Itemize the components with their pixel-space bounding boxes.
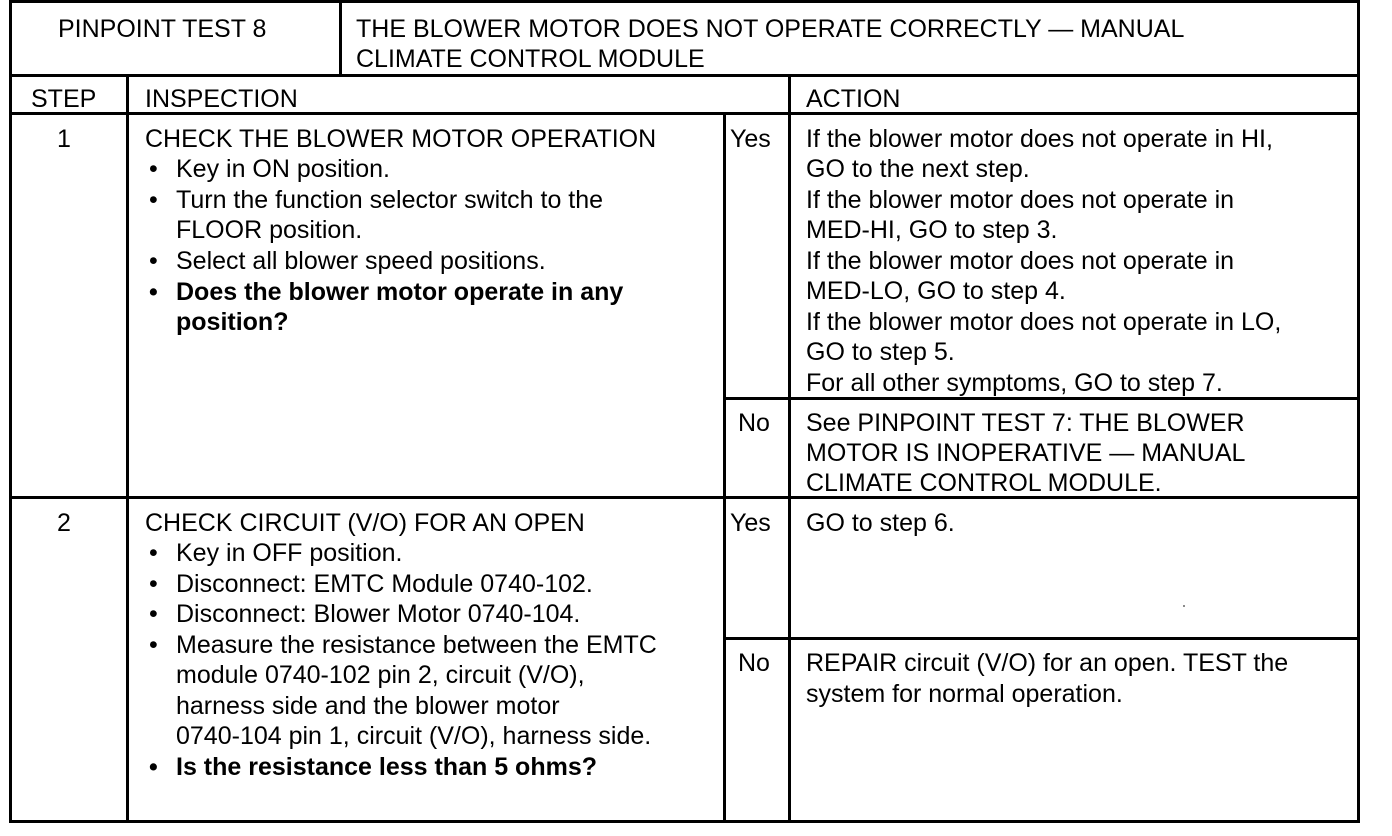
step-heading: CHECK THE BLOWER MOTOR OPERATION bbox=[145, 125, 657, 153]
column-header-rule bbox=[9, 112, 1360, 115]
yes-label: Yes bbox=[730, 125, 771, 153]
action-line: MOTOR IS INOPERATIVE — MANUAL bbox=[806, 439, 1246, 467]
step1-yes-no-divider bbox=[723, 397, 1360, 400]
table-border-left bbox=[9, 0, 12, 823]
header-rule bbox=[9, 74, 1360, 77]
bullet-continuation: harness side and the blower motor bbox=[176, 692, 560, 720]
step-bullets: Is the resistance less than 5 ohms? bbox=[145, 752, 597, 783]
test-title-line1: THE BLOWER MOTOR DOES NOT OPERATE CORREC… bbox=[356, 15, 1185, 43]
step-bullets: Select all blower speed positions. Does … bbox=[145, 246, 623, 307]
test-label: PINPOINT TEST 8 bbox=[58, 15, 267, 43]
step-column-divider bbox=[126, 74, 129, 823]
bullet-continuation: position? bbox=[176, 308, 289, 336]
bullet-question: Does the blower motor operate in any bbox=[145, 277, 623, 308]
action-column-divider bbox=[788, 74, 791, 823]
action-line: If the blower motor does not operate in … bbox=[806, 308, 1282, 336]
yes-label: Yes bbox=[730, 509, 771, 537]
no-label: No bbox=[738, 649, 770, 677]
action-line: CLIMATE CONTROL MODULE. bbox=[806, 469, 1162, 497]
bullet-item: Key in OFF position. bbox=[145, 538, 657, 569]
action-line: MED-HI, GO to step 3. bbox=[806, 216, 1058, 244]
bullet-question: Is the resistance less than 5 ohms? bbox=[145, 752, 597, 783]
no-label: No bbox=[738, 409, 770, 437]
scan-speck bbox=[1183, 605, 1185, 607]
step-number: 1 bbox=[57, 125, 71, 153]
action-line: For all other symptoms, GO to step 7. bbox=[806, 369, 1223, 397]
action-line: If the blower motor does not operate in bbox=[806, 186, 1235, 214]
bullet-continuation: FLOOR position. bbox=[176, 216, 363, 244]
test-title-line2: CLIMATE CONTROL MODULE bbox=[356, 45, 705, 73]
step-divider bbox=[9, 496, 1360, 499]
action-line: MED-LO, GO to step 4. bbox=[806, 277, 1066, 305]
action-line: GO to step 6. bbox=[806, 509, 955, 537]
step-bullets: Key in ON position. Turn the function se… bbox=[145, 154, 603, 215]
header-divider bbox=[339, 0, 342, 76]
yes-no-column-divider bbox=[723, 112, 726, 823]
step-heading: CHECK CIRCUIT (V/O) FOR AN OPEN bbox=[145, 509, 585, 537]
action-line: GO to the next step. bbox=[806, 155, 1030, 183]
bullet-item: Key in ON position. bbox=[145, 154, 603, 185]
column-header-inspection: INSPECTION bbox=[145, 85, 298, 113]
bullet-item: Disconnect: Blower Motor 0740-104. bbox=[145, 599, 657, 630]
step-number: 2 bbox=[57, 509, 71, 537]
action-line: GO to step 5. bbox=[806, 338, 955, 366]
action-line: system for normal operation. bbox=[806, 680, 1123, 708]
bullet-item: Turn the function selector switch to the bbox=[145, 185, 603, 216]
step-bullets: Key in OFF position. Disconnect: EMTC Mo… bbox=[145, 538, 657, 660]
table-border-bottom bbox=[9, 820, 1360, 823]
table-border-top bbox=[9, 0, 1360, 3]
action-line: If the blower motor does not operate in … bbox=[806, 125, 1273, 153]
column-header-step: STEP bbox=[31, 85, 97, 113]
table-border-right bbox=[1357, 0, 1360, 823]
action-line: See PINPOINT TEST 7: THE BLOWER bbox=[806, 409, 1245, 437]
column-header-action: ACTION bbox=[806, 85, 901, 113]
bullet-continuation: module 0740-102 pin 2, circuit (V/O), bbox=[176, 661, 585, 689]
step2-yes-no-divider bbox=[723, 637, 1360, 640]
bullet-item: Measure the resistance between the EMTC bbox=[145, 630, 657, 661]
action-line: If the blower motor does not operate in bbox=[806, 247, 1235, 275]
bullet-continuation: 0740-104 pin 1, circuit (V/O), harness s… bbox=[176, 722, 652, 750]
action-line: REPAIR circuit (V/O) for an open. TEST t… bbox=[806, 649, 1289, 677]
bullet-item: Disconnect: EMTC Module 0740-102. bbox=[145, 569, 657, 600]
bullet-item: Select all blower speed positions. bbox=[145, 246, 623, 277]
